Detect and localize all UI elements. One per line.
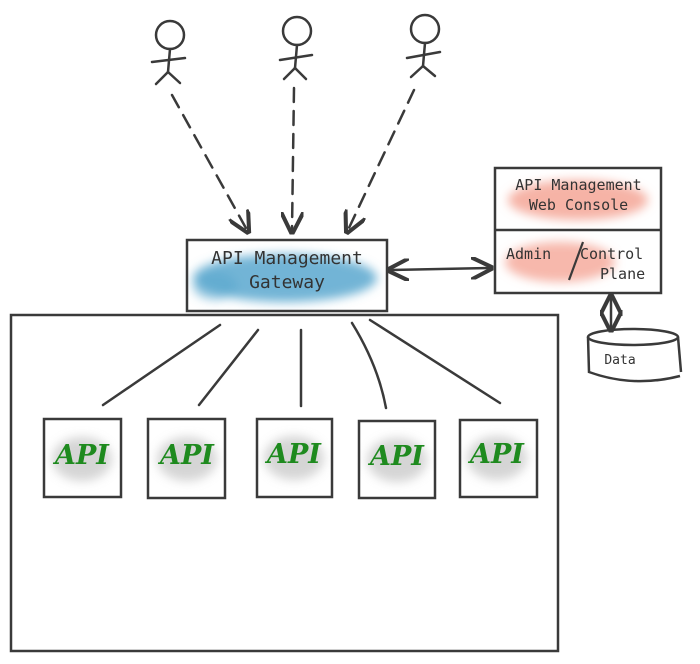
user-3-icon (405, 13, 442, 79)
datastore-label: Data (604, 353, 636, 368)
console-slash (567, 241, 585, 281)
console-control-label: Control Plane (580, 245, 658, 284)
console-top-label: API Management Web Console (497, 176, 660, 215)
api-container-box (9, 313, 560, 653)
arrow-user-1 (170, 93, 247, 230)
console-control-line2: Plane (600, 265, 646, 284)
api-label-1: API (55, 440, 109, 471)
user-to-gateway-arrows (170, 86, 416, 230)
api-box-1 (42, 417, 123, 499)
console-wash (505, 180, 648, 282)
gateway-wash (193, 254, 377, 302)
console-top-line1: API Management (515, 176, 642, 194)
arrow-user-2 (292, 86, 294, 230)
gateway-label: API Management Gateway (188, 248, 386, 293)
api-label-2: API (160, 440, 214, 471)
api-label-5: API (470, 439, 524, 470)
datastore-icon (586, 327, 683, 383)
api-washes (52, 436, 527, 482)
gateway-console-arrow (391, 268, 489, 270)
api-box-2 (146, 417, 227, 500)
gateway-label-line2: Gateway (249, 271, 325, 293)
api-label-4: API (370, 441, 424, 472)
console-admin-label: Admin (506, 245, 552, 263)
gateway-api-lines (101, 318, 502, 410)
api-label-3: API (267, 439, 321, 470)
console-top-line2: Web Console (528, 196, 629, 215)
arrow-user-3 (348, 88, 416, 230)
gateway-label-line1: API Management (211, 248, 363, 269)
api-box-3 (255, 417, 334, 499)
user-1-icon (150, 19, 187, 86)
api-box-4 (357, 419, 437, 500)
console-control-line1: Control (580, 245, 644, 263)
user-2-icon (278, 15, 314, 81)
api-boxes (42, 417, 539, 500)
api-box-5 (458, 418, 539, 499)
